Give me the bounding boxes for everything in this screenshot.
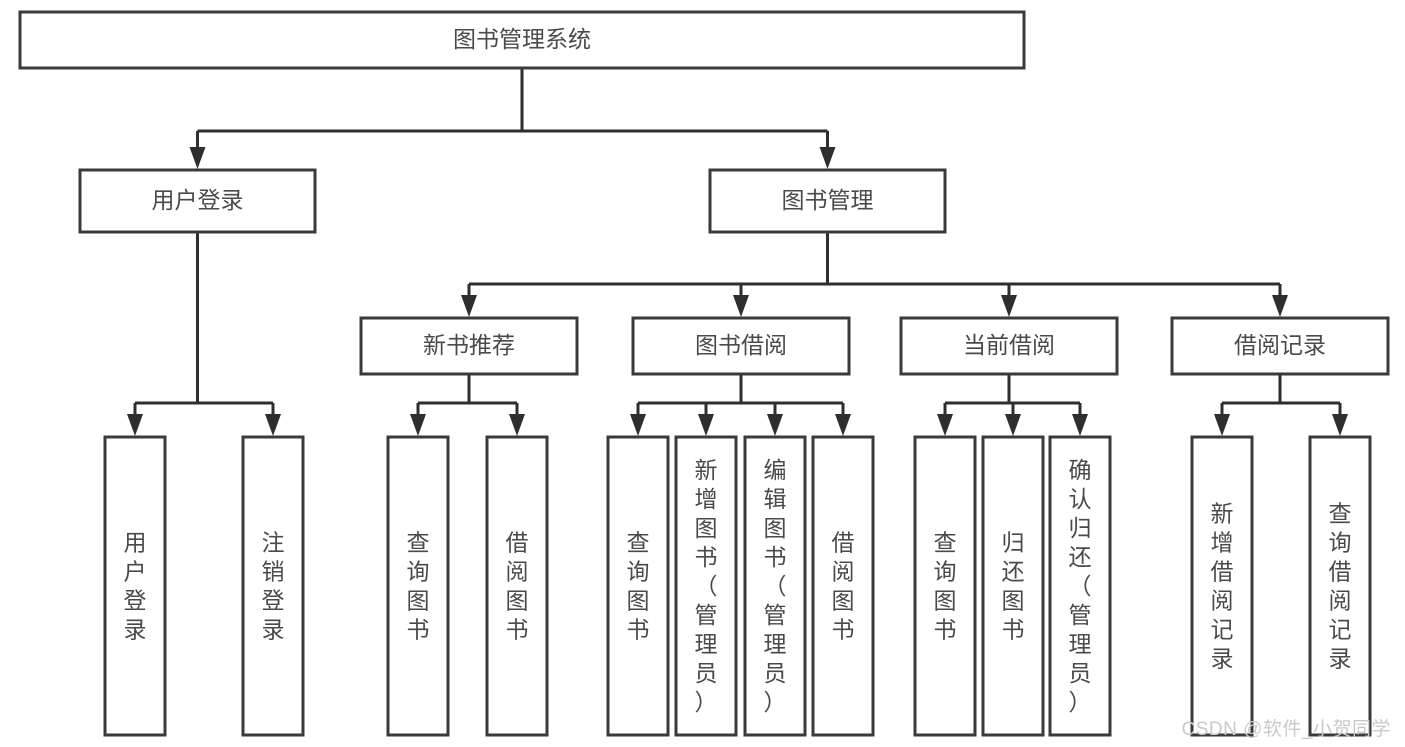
edge-group-borrow-record (1214, 374, 1348, 436)
node-box[interactable] (811, 435, 875, 737)
arrowhead-icon (1272, 295, 1288, 317)
edge-group-root (189, 68, 836, 169)
node-label: 新增借阅记录 (1211, 501, 1234, 672)
node-book-borrow[interactable]: 图书借阅 (631, 316, 851, 376)
edge-group-book-manage (461, 232, 1288, 317)
node-box[interactable] (386, 435, 450, 737)
node-box[interactable] (674, 435, 738, 737)
arrowhead-icon (819, 147, 836, 169)
node-label: 借阅图书 (506, 530, 529, 643)
arrowhead-icon (461, 295, 477, 317)
node-box[interactable] (708, 168, 947, 234)
node-box[interactable] (606, 435, 670, 737)
node-box[interactable] (743, 435, 807, 737)
node-label: 新增图书（管理员） (695, 457, 718, 715)
node-label: 当前借阅 (963, 332, 1055, 358)
node-box[interactable] (1308, 435, 1372, 737)
arrowhead-icon (1001, 295, 1017, 317)
node-label: 注销登录 (262, 530, 285, 643)
edge-group-book-borrow (630, 374, 851, 436)
node-box[interactable] (241, 435, 305, 737)
node-label: 借阅记录 (1234, 332, 1326, 358)
node-label: 归还图书 (1002, 530, 1025, 643)
node-label: 确认归还（管理员） (1069, 457, 1092, 715)
node-leaf-query-book-3[interactable]: 查询图书 (913, 435, 977, 737)
node-box[interactable] (485, 435, 549, 737)
node-box[interactable] (1048, 435, 1112, 737)
node-box[interactable] (18, 10, 1026, 70)
node-box[interactable] (981, 435, 1045, 737)
node-label: 用户登录 (124, 530, 147, 643)
node-leaf-logout[interactable]: 注销登录 (241, 435, 305, 737)
node-label: 查询借阅记录 (1329, 501, 1352, 672)
node-box[interactable] (913, 435, 977, 737)
arrowhead-icon (767, 414, 783, 436)
node-label: 编辑图书（管理员） (764, 457, 787, 715)
arrowhead-icon (265, 414, 281, 436)
node-label: 借阅图书 (832, 530, 855, 643)
node-book-manage[interactable]: 图书管理 (708, 168, 947, 234)
arrowhead-icon (509, 414, 525, 436)
node-label: 图书管理系统 (453, 26, 591, 52)
node-new-book-recommend[interactable]: 新书推荐 (359, 316, 579, 376)
nodes-layer: 图书管理系统用户登录图书管理新书推荐图书借阅当前借阅借阅记录用户登录注销登录查询… (18, 10, 1390, 737)
node-box[interactable] (78, 168, 317, 234)
arrowhead-icon (630, 414, 646, 436)
node-leaf-add-record[interactable]: 新增借阅记录 (1190, 435, 1254, 737)
node-leaf-borrow-book-1[interactable]: 借阅图书 (485, 435, 549, 737)
node-label: 图书管理 (782, 187, 874, 213)
node-leaf-edit-book[interactable]: 编辑图书（管理员） (743, 435, 807, 737)
node-box[interactable] (631, 316, 851, 376)
arrowhead-icon (1332, 414, 1348, 436)
node-user-login[interactable]: 用户登录 (78, 168, 317, 234)
node-leaf-confirm-return[interactable]: 确认归还（管理员） (1048, 435, 1112, 737)
arrowhead-icon (127, 414, 143, 436)
node-root[interactable]: 图书管理系统 (18, 10, 1026, 70)
arrowhead-icon (189, 147, 206, 169)
edge-group-current-borrow (937, 374, 1088, 436)
node-leaf-user-login[interactable]: 用户登录 (103, 435, 167, 737)
node-label: 查询图书 (627, 530, 650, 643)
arrowhead-icon (1214, 414, 1230, 436)
arrowhead-icon (835, 414, 851, 436)
node-box[interactable] (899, 316, 1119, 376)
edges-layer (127, 68, 1348, 436)
arrowhead-icon (1072, 414, 1088, 436)
node-box[interactable] (359, 316, 579, 376)
node-label: 图书借阅 (695, 332, 787, 358)
node-box[interactable] (103, 435, 167, 737)
node-label: 查询图书 (934, 530, 957, 643)
node-label: 新书推荐 (423, 332, 515, 358)
node-leaf-add-book[interactable]: 新增图书（管理员） (674, 435, 738, 737)
node-leaf-borrow-book-2[interactable]: 借阅图书 (811, 435, 875, 737)
node-leaf-query-book-2[interactable]: 查询图书 (606, 435, 670, 737)
node-box[interactable] (1170, 316, 1390, 376)
node-label: 查询图书 (407, 530, 430, 643)
arrowhead-icon (733, 295, 749, 317)
node-borrow-record[interactable]: 借阅记录 (1170, 316, 1390, 376)
arrowhead-icon (410, 414, 426, 436)
edge-group-new-book-recommend (410, 374, 525, 436)
node-label: 用户登录 (152, 187, 244, 213)
arrowhead-icon (937, 414, 953, 436)
edge-group-user-login (127, 232, 281, 436)
node-leaf-query-record[interactable]: 查询借阅记录 (1308, 435, 1372, 737)
node-current-borrow[interactable]: 当前借阅 (899, 316, 1119, 376)
node-box[interactable] (1190, 435, 1254, 737)
arrowhead-icon (698, 414, 714, 436)
node-leaf-return-book[interactable]: 归还图书 (981, 435, 1045, 737)
node-leaf-query-book-1[interactable]: 查询图书 (386, 435, 450, 737)
arrowhead-icon (1005, 414, 1021, 436)
